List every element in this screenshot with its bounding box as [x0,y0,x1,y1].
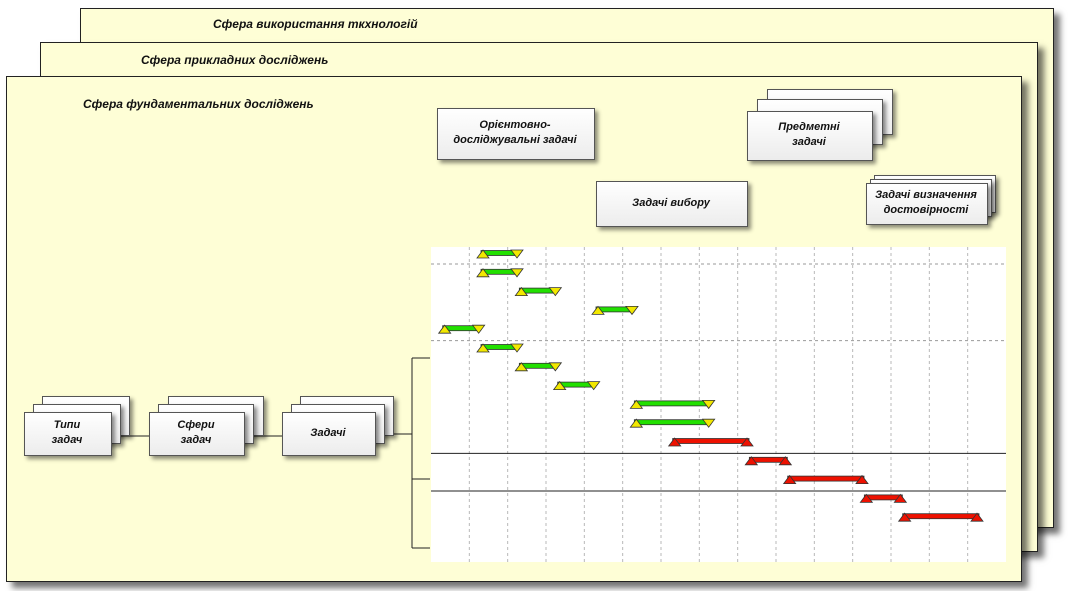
subject-tasks-label: Предметні задачі [778,121,840,148]
gantt-bar-end-marker-0 [510,249,524,259]
task-types-box[interactable] [24,412,112,456]
gantt-bar-start-marker-7 [552,380,567,391]
gantt-bar-end-marker-1 [510,268,524,278]
subject-tasks-box[interactable] [747,111,873,161]
gantt-bar-start-marker-13 [859,493,874,503]
choice-tasks-label: Задачі вибору [632,196,710,209]
gantt-bar-8 [633,400,712,407]
gantt-bar-12 [787,475,865,482]
gantt-bar-start-marker-2 [514,286,529,297]
gantt-bar-end-marker-7 [586,381,601,391]
exploratory-tasks-label: Орієнтовно- досліджувальні задачі [453,119,577,146]
reliability-tasks-label: Задачі визначення достовірності [875,189,977,216]
gantt-bar-start-marker-6 [514,362,529,372]
gantt-bar-end-marker-10 [740,437,754,447]
choice-tasks-box[interactable] [596,181,748,227]
gantt-bar-end-marker-12 [855,474,869,485]
gantt-bar-start-marker-3 [591,305,605,315]
tasks-box[interactable] [282,412,376,456]
gantt-bar-start-marker-1 [476,268,490,278]
gantt-bar-start-marker-12 [782,474,797,485]
sheet-title-applied-research: Сфера прикладних досліджень [141,53,329,67]
sheet-title-fundamental-research: Сфера фундаментальних досліджень [83,97,314,111]
exploratory-tasks-box[interactable] [437,108,595,160]
gantt-bar-end-marker-3 [625,305,639,316]
sheet-title-technology-use: Сфера використання ткхнологій [213,17,418,31]
gantt-bar-end-marker-2 [548,287,563,297]
gantt-bar-start-marker-10 [667,437,682,447]
gantt-bar-end-marker-9 [701,418,716,428]
gantt-bar-end-marker-13 [893,493,908,503]
gantt-bar-start-marker-14 [897,512,912,522]
gantt-bar-end-marker-14 [970,512,984,522]
gantt-bar-10 [672,438,750,444]
gantt-bar-start-marker-4 [437,324,452,334]
gantt-bar-start-marker-8 [629,399,644,409]
task-spheres-label: Сфери задач [177,419,215,446]
task-spheres-box[interactable] [149,412,245,456]
gantt-bar-end-marker-5 [510,343,524,353]
gantt-bar-start-marker-11 [744,456,759,466]
gantt-bar-start-marker-9 [629,418,644,428]
tasks-label: Задачі [310,426,346,439]
gantt-bar-14 [902,513,980,520]
gantt-bar-end-marker-8 [701,399,716,410]
gantt-background [431,247,1006,562]
gantt-bar-end-marker-11 [778,456,793,466]
gantt-bar-end-marker-4 [471,324,486,334]
gantt-bar-end-marker-6 [548,362,563,372]
gantt-bar-9 [633,419,712,426]
gantt-bar-start-marker-5 [476,343,490,353]
reliability-tasks-box[interactable] [866,183,988,225]
gantt-bar-start-marker-0 [476,249,490,259]
task-types-label: Типи задач [51,419,83,446]
